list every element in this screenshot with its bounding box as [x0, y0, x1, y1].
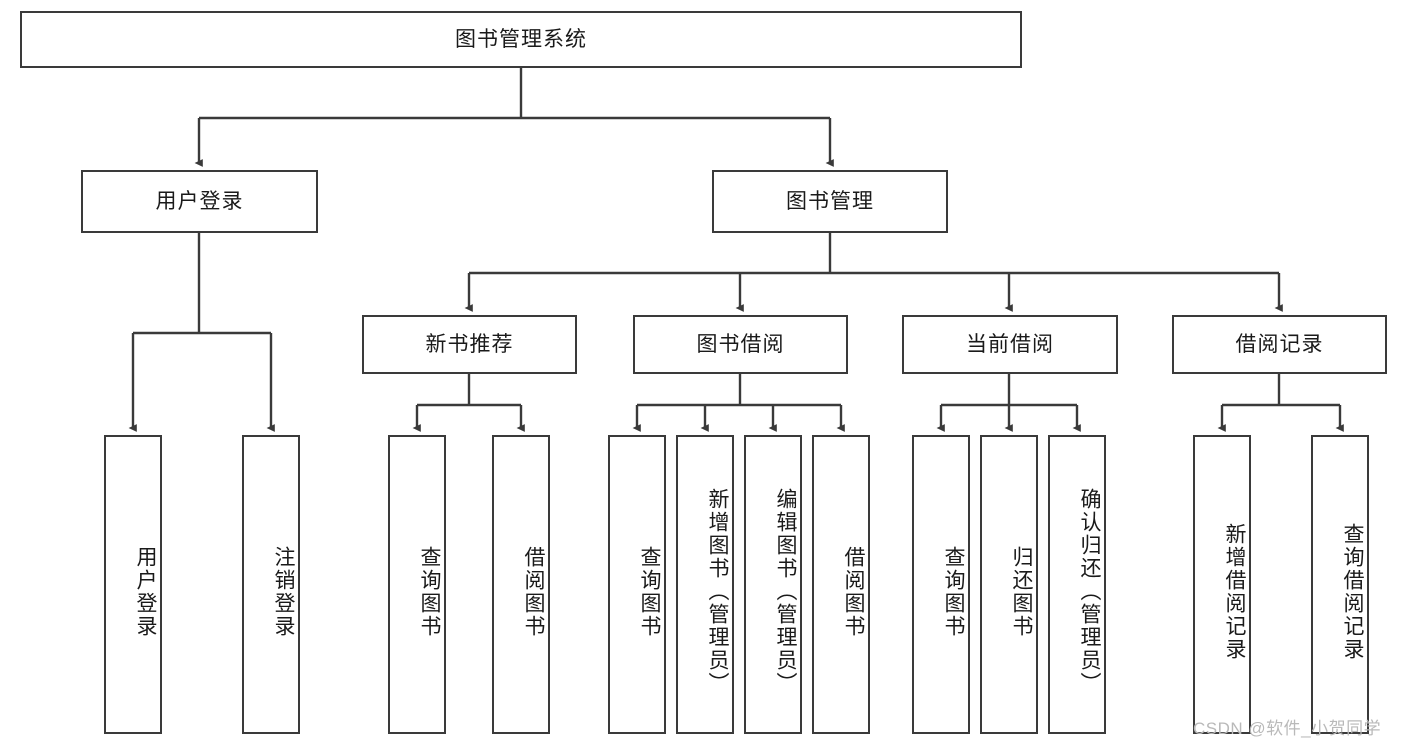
node-label: 查询借阅记录: [1341, 522, 1364, 661]
node-book-borrow[interactable]: 图书借阅: [633, 315, 848, 374]
node-leaf-query-book-1[interactable]: 查询图书: [388, 435, 446, 734]
node-leaf-edit-book[interactable]: 编辑图书（管理员）: [744, 435, 802, 734]
node-label: 借阅记录: [1235, 332, 1324, 356]
node-leaf-query-book-3[interactable]: 查询图书: [912, 435, 970, 734]
node-leaf-logout[interactable]: 注销登录: [242, 435, 300, 734]
node-user-login[interactable]: 用户登录: [81, 170, 318, 233]
node-label: 用户登录: [155, 189, 244, 213]
node-label: 图书管理: [786, 189, 874, 213]
node-current-borrow[interactable]: 当前借阅: [902, 315, 1118, 374]
watermark: CSDN @软件_小贺同学: [1193, 719, 1382, 738]
node-label: 借阅图书: [842, 545, 865, 638]
node-leaf-add-record[interactable]: 新增借阅记录: [1193, 435, 1251, 734]
node-leaf-return-book[interactable]: 归还图书: [980, 435, 1038, 734]
node-new-book-recommend[interactable]: 新书推荐: [362, 315, 577, 374]
node-label: 注销登录: [272, 545, 295, 638]
node-label: 归还图书: [1010, 545, 1033, 638]
node-book-management-system[interactable]: 图书管理系统: [20, 11, 1022, 68]
node-label: 新增借阅记录: [1223, 522, 1246, 661]
node-label: 查询图书: [638, 545, 661, 638]
node-label: 图书借阅: [696, 332, 785, 356]
node-label: 图书管理系统: [455, 27, 587, 51]
node-label: 用户登录: [134, 545, 157, 638]
node-leaf-query-book-2[interactable]: 查询图书: [608, 435, 666, 734]
node-label: 当前借阅: [966, 332, 1054, 356]
node-leaf-borrow-book-1[interactable]: 借阅图书: [492, 435, 550, 734]
node-label: 借阅图书: [522, 545, 545, 638]
node-leaf-query-record[interactable]: 查询借阅记录: [1311, 435, 1369, 734]
node-leaf-user-login[interactable]: 用户登录: [104, 435, 162, 734]
node-label: 确认归还（管理员）: [1078, 488, 1101, 695]
node-leaf-add-book[interactable]: 新增图书（管理员）: [676, 435, 734, 734]
node-label: 查询图书: [418, 545, 441, 638]
node-label: 查询图书: [942, 545, 965, 638]
node-leaf-borrow-book-2[interactable]: 借阅图书: [812, 435, 870, 734]
node-book-manage[interactable]: 图书管理: [712, 170, 948, 233]
node-leaf-confirm-return[interactable]: 确认归还（管理员）: [1048, 435, 1106, 734]
node-label: 新书推荐: [425, 332, 514, 356]
node-borrow-record[interactable]: 借阅记录: [1172, 315, 1387, 374]
node-label: 编辑图书（管理员）: [774, 488, 797, 695]
node-label: 新增图书（管理员）: [706, 488, 729, 695]
